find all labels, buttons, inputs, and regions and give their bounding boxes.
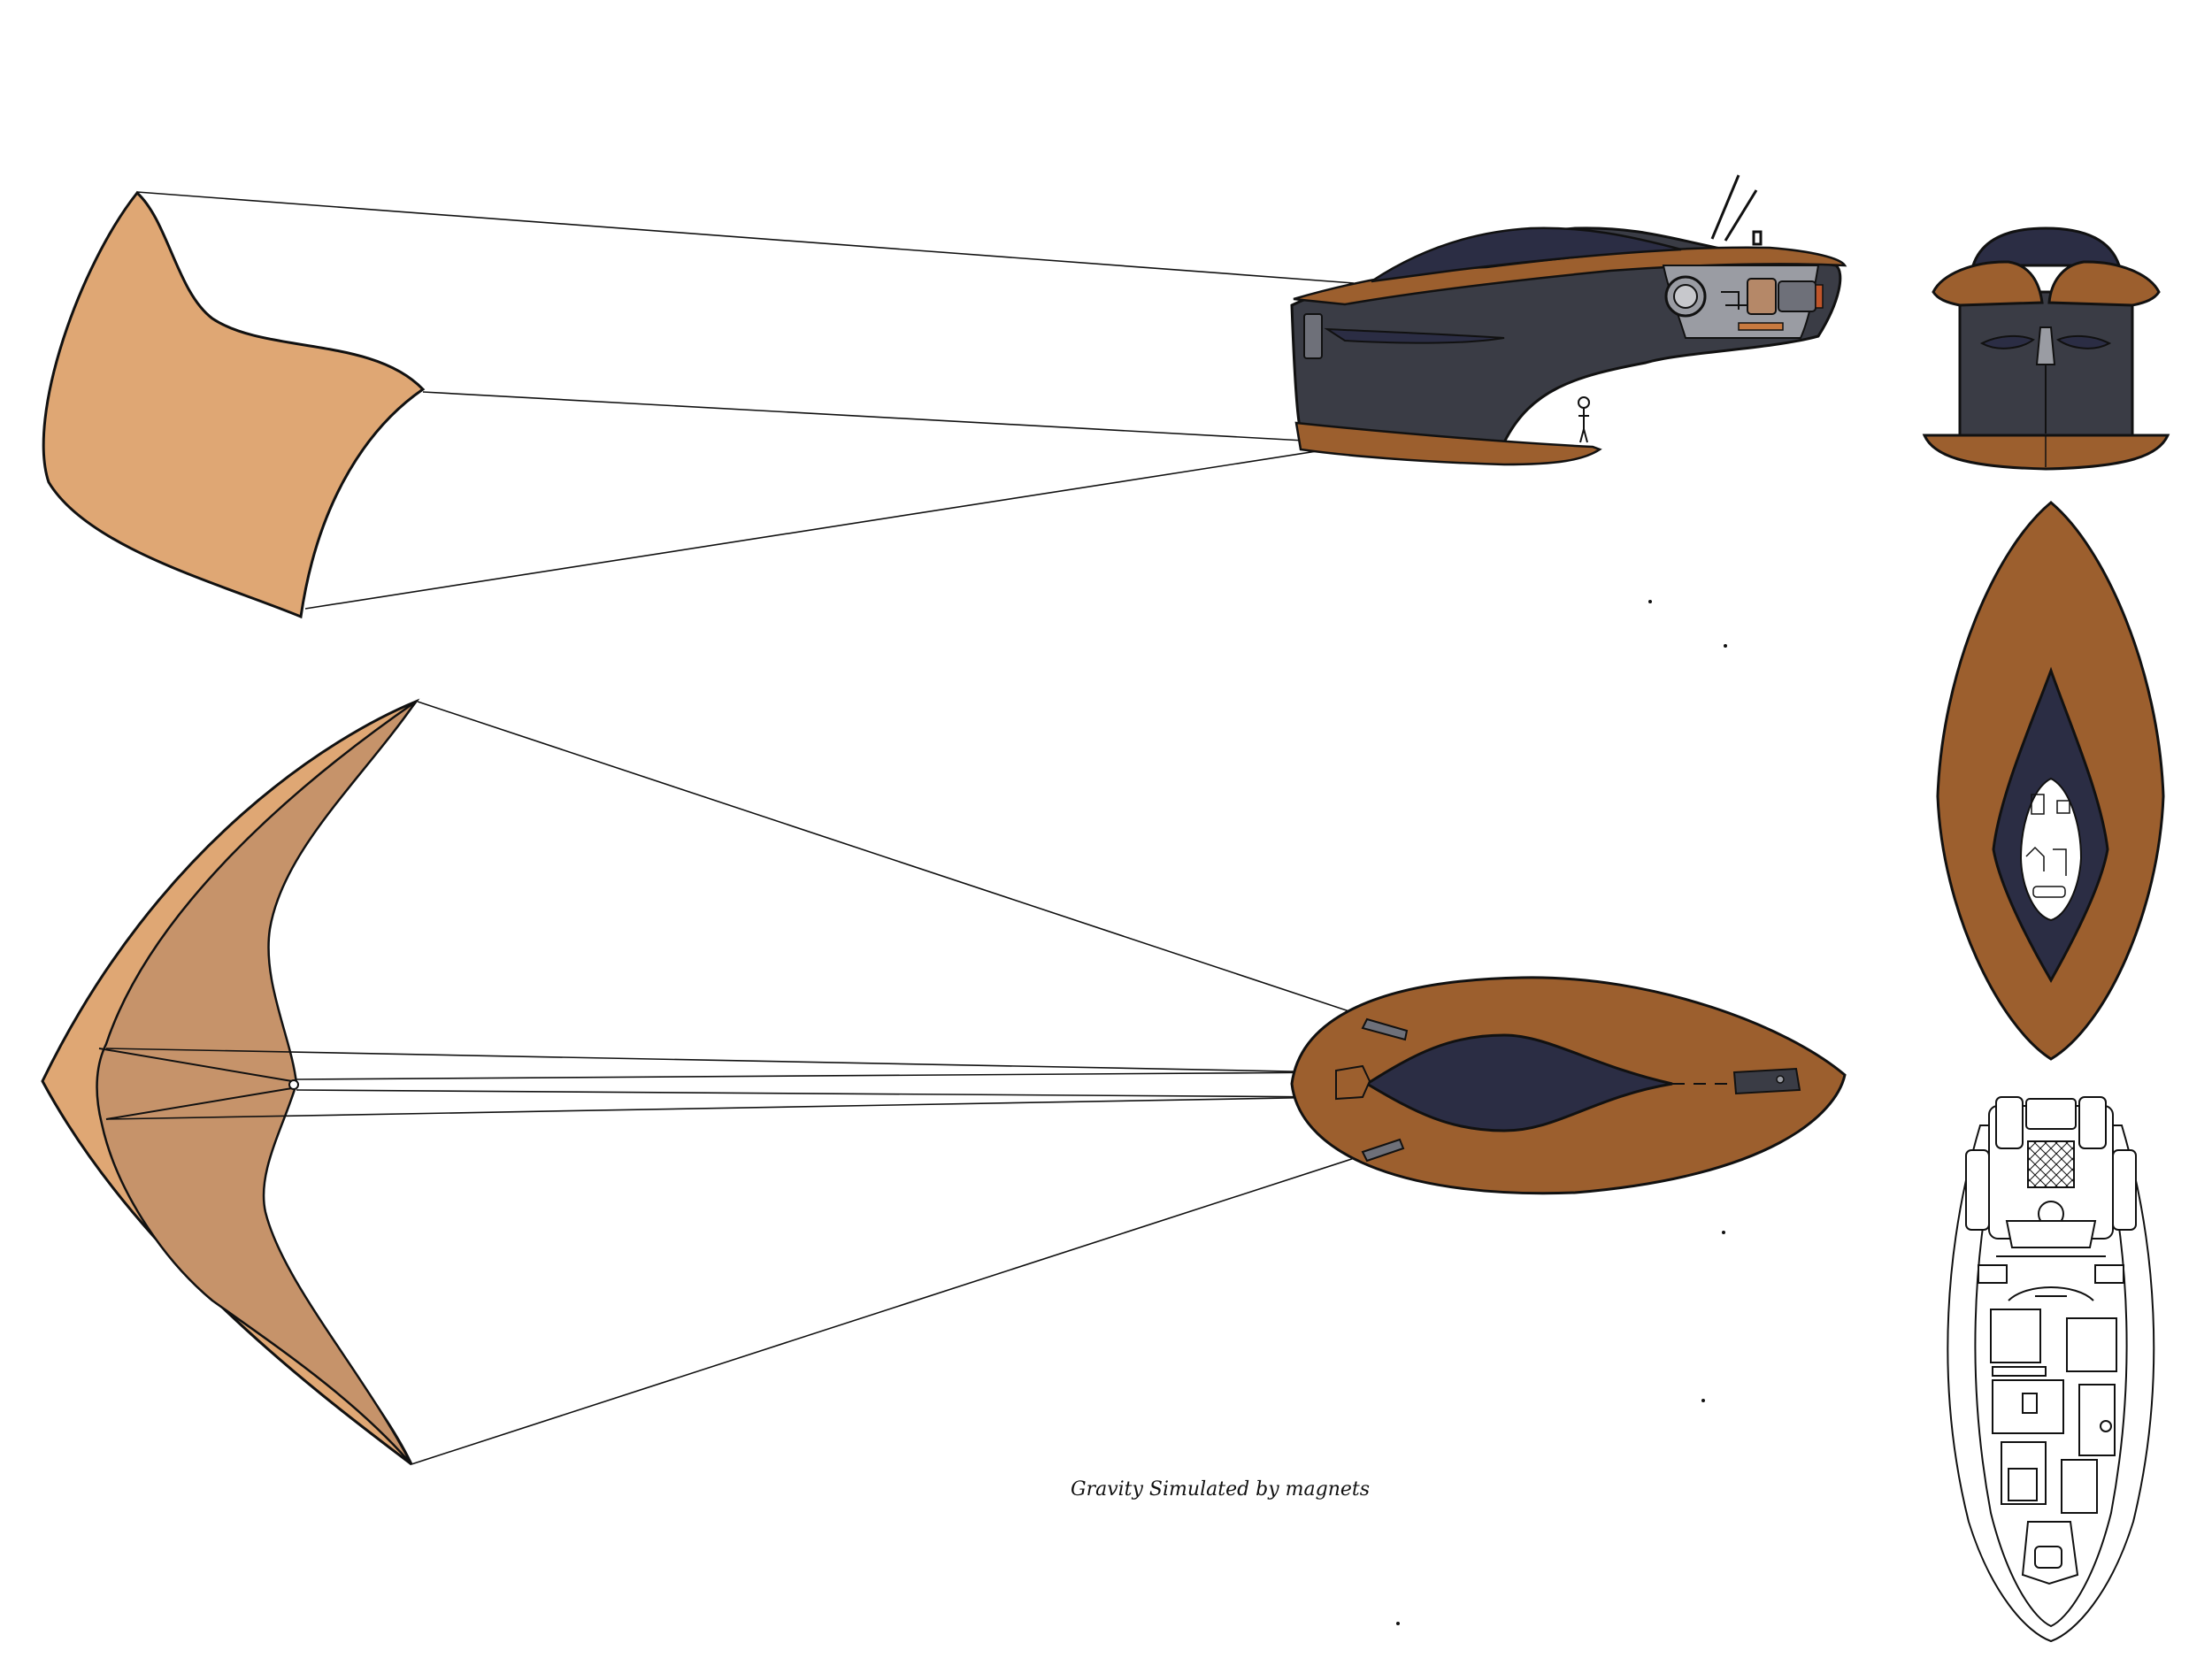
anchor-top (1361, 1017, 1409, 1041)
bottom-view (1936, 501, 2165, 1061)
rear-panel (1303, 313, 1323, 359)
top-tethers (105, 701, 1403, 1465)
side-sail (42, 190, 426, 619)
cabin-right (2066, 1317, 2117, 1372)
front-vent-left (1979, 334, 2035, 349)
anchor-front (1335, 1064, 1371, 1101)
hull-stripe (1324, 327, 1505, 344)
front-vent-right (2055, 334, 2112, 349)
front-upper-shell-left (1932, 260, 2044, 307)
top-canopy (1364, 1033, 1673, 1132)
engine-cutaway (1662, 265, 1824, 339)
front-prow (2035, 326, 2056, 365)
person-scale-figure (1578, 396, 1590, 443)
top-engine-pod (1732, 1067, 1801, 1095)
anchor-bottom (1361, 1138, 1405, 1163)
deck-plan (1947, 1096, 2155, 1643)
front-canopy (1970, 226, 2122, 267)
front-upper-shell-right (2047, 260, 2161, 307)
side-canopy (1371, 226, 1682, 283)
antenna (1710, 174, 1763, 246)
top-view (41, 698, 1847, 1466)
side-lower-shell (1294, 421, 1602, 466)
stray-dots (1396, 600, 1727, 1625)
caption-text: Gravity Simulated by magnets (1071, 1478, 1370, 1501)
reactor-block (1747, 278, 1777, 315)
side-view (42, 174, 1847, 619)
side-tethers (136, 191, 1355, 610)
top-sail-inner (96, 700, 418, 1465)
cabin-left (1990, 1309, 2041, 1363)
hatched-grille (1738, 322, 1784, 331)
sail-hub (288, 1079, 299, 1090)
front-view (1922, 226, 2170, 471)
